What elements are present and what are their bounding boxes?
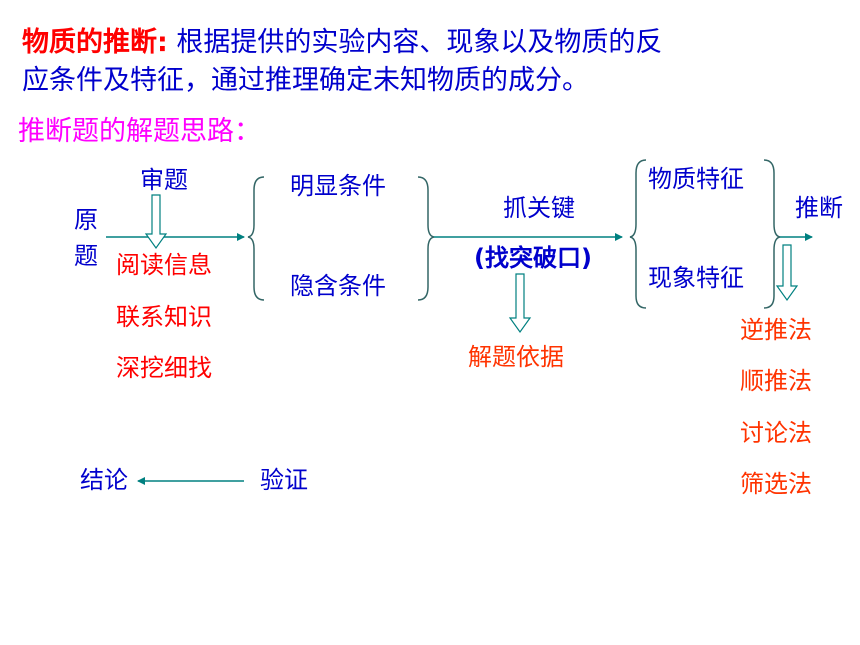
infer-down-arrow bbox=[775, 244, 799, 302]
substance-feature: 物质特征 bbox=[648, 165, 744, 193]
implicit-condition: 隐含条件 bbox=[290, 272, 386, 300]
basis-label: 解题依据 bbox=[468, 343, 564, 371]
intro-heading: 物质的推断: bbox=[22, 27, 168, 58]
verify-label: 验证 bbox=[260, 466, 308, 494]
explicit-condition: 明显条件 bbox=[290, 172, 386, 200]
intro-paragraph: 物质的推断: 根据提供的实验内容、现象以及物质的反 应条件及特征，通过推理确定未… bbox=[22, 24, 842, 100]
brace-right-1 bbox=[417, 176, 435, 301]
infer-label: 推断 bbox=[795, 194, 843, 222]
step-connect: 联系知识 bbox=[116, 303, 212, 331]
brace-left-2 bbox=[629, 159, 647, 309]
phenomenon-feature: 现象特征 bbox=[648, 264, 744, 292]
intro-line-1: 根据提供的实验内容、现象以及物质的反 bbox=[167, 27, 663, 58]
original-label-2: 题 bbox=[74, 242, 98, 270]
breakthrough-label: (找突破口) bbox=[474, 244, 592, 272]
intro-line-2: 应条件及特征，通过推理确定未知物质的成分。 bbox=[22, 65, 589, 96]
original-label-1: 原 bbox=[74, 206, 98, 234]
review-label: 审题 bbox=[140, 166, 188, 194]
step-dig: 深挖细找 bbox=[116, 354, 212, 382]
method-filter: 筛选法 bbox=[740, 470, 812, 498]
key-label: 抓关键 bbox=[503, 194, 575, 222]
method-forward: 顺推法 bbox=[740, 367, 812, 395]
method-reverse: 逆推法 bbox=[740, 316, 812, 344]
method-discuss: 讨论法 bbox=[740, 419, 812, 447]
subtitle: 推断题的解题思路： bbox=[18, 116, 261, 147]
breakthrough-down-arrow bbox=[508, 273, 532, 334]
review-down-arrow bbox=[144, 194, 168, 250]
brace-left-1 bbox=[247, 176, 265, 301]
step-read: 阅读信息 bbox=[116, 251, 212, 279]
conclusion-label: 结论 bbox=[80, 466, 128, 494]
